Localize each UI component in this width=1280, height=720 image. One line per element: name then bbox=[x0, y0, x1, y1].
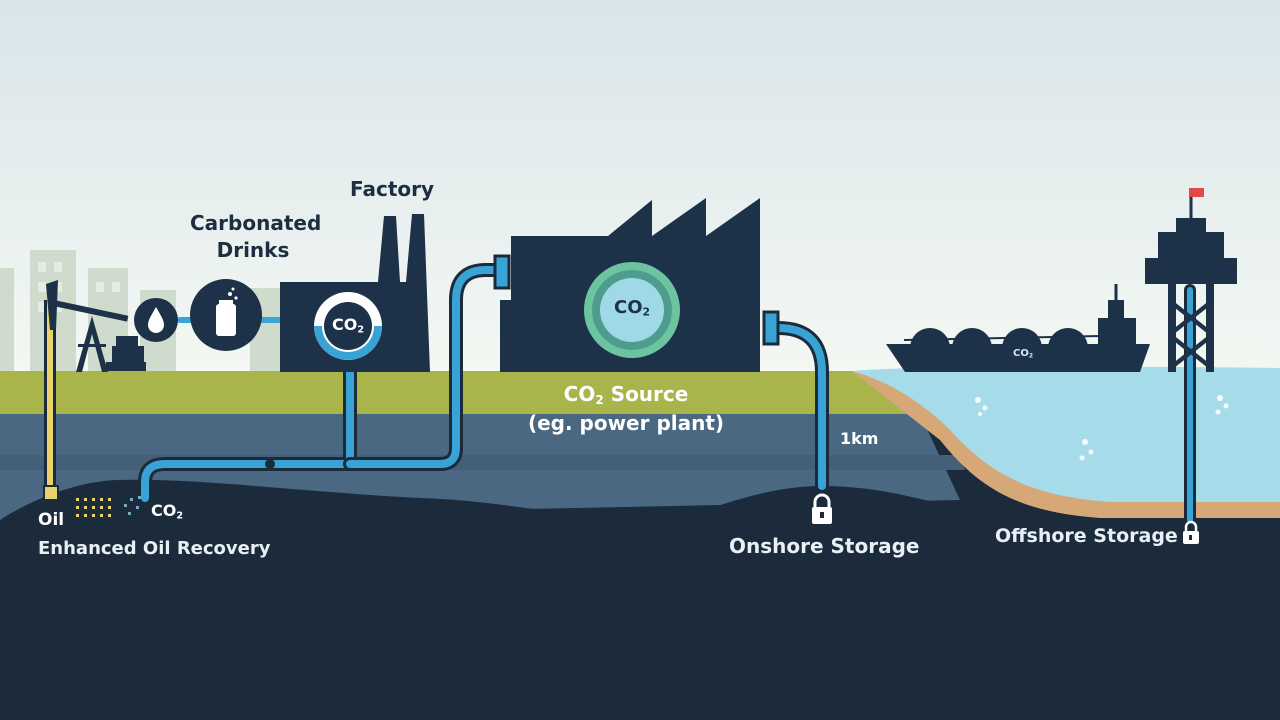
co2-subscript: 2 bbox=[1028, 352, 1034, 360]
factory-co2-text: CO2 bbox=[326, 315, 370, 336]
oil-droplets bbox=[76, 498, 111, 517]
factory-label: Factory bbox=[350, 177, 435, 201]
co2-text: CO bbox=[151, 501, 177, 520]
carbonated-drinks-label: Carbonated Drinks bbox=[190, 211, 322, 262]
depth-label: 1km bbox=[840, 429, 879, 448]
carbonated-label-line2: Drinks bbox=[216, 238, 290, 262]
co2-pipeline bbox=[138, 263, 1196, 526]
oil-well bbox=[43, 300, 59, 501]
co2-subscript: 2 bbox=[595, 393, 604, 407]
factory-co2-badge bbox=[314, 292, 382, 360]
co2-subscript: 2 bbox=[642, 305, 651, 319]
lock-icon bbox=[812, 493, 832, 524]
oil-pump-jack bbox=[46, 280, 146, 372]
pipe-junction bbox=[265, 459, 275, 469]
eor-label: Enhanced Oil Recovery bbox=[38, 538, 271, 559]
lng-ship bbox=[886, 284, 1150, 372]
onshore-storage-label: Onshore Storage bbox=[729, 534, 920, 558]
oil-label: Oil bbox=[38, 510, 65, 530]
power-plant-co2-badge bbox=[584, 262, 680, 358]
co2-source-title: CO2 Source bbox=[512, 383, 740, 408]
co2-subscript: 2 bbox=[357, 324, 365, 336]
offshore-storage-label: Offshore Storage bbox=[995, 525, 1178, 547]
offshore-rig bbox=[1145, 196, 1237, 372]
co2-text: CO bbox=[613, 297, 643, 318]
eor-co2-label: CO2 bbox=[151, 501, 184, 522]
pipe-coupling bbox=[762, 310, 780, 346]
lock-icon bbox=[1183, 520, 1199, 544]
co2-text: CO bbox=[1012, 348, 1029, 359]
sea bbox=[852, 366, 1280, 502]
co2-source-note: (eg. power plant) bbox=[527, 410, 725, 435]
pipe-coupling bbox=[493, 254, 511, 290]
source-prefix: CO bbox=[563, 382, 596, 406]
ship-co2-text: CO2 bbox=[1008, 348, 1038, 360]
co2-particles bbox=[124, 496, 141, 515]
co2-source-label: CO2 Source (eg. power plant) bbox=[512, 383, 740, 435]
soda-can-icon bbox=[190, 279, 262, 351]
deep-layer bbox=[0, 479, 1280, 720]
co2-subscript: 2 bbox=[176, 510, 184, 522]
source-suffix: Source bbox=[603, 382, 689, 406]
power-plant-co2-text: CO2 bbox=[606, 297, 658, 319]
bubbles-icon bbox=[975, 395, 1229, 461]
oil-drop-icon bbox=[134, 298, 178, 342]
flag-icon bbox=[1189, 188, 1204, 197]
co2-text: CO bbox=[331, 315, 358, 334]
carbonated-label-line1: Carbonated bbox=[190, 211, 322, 235]
